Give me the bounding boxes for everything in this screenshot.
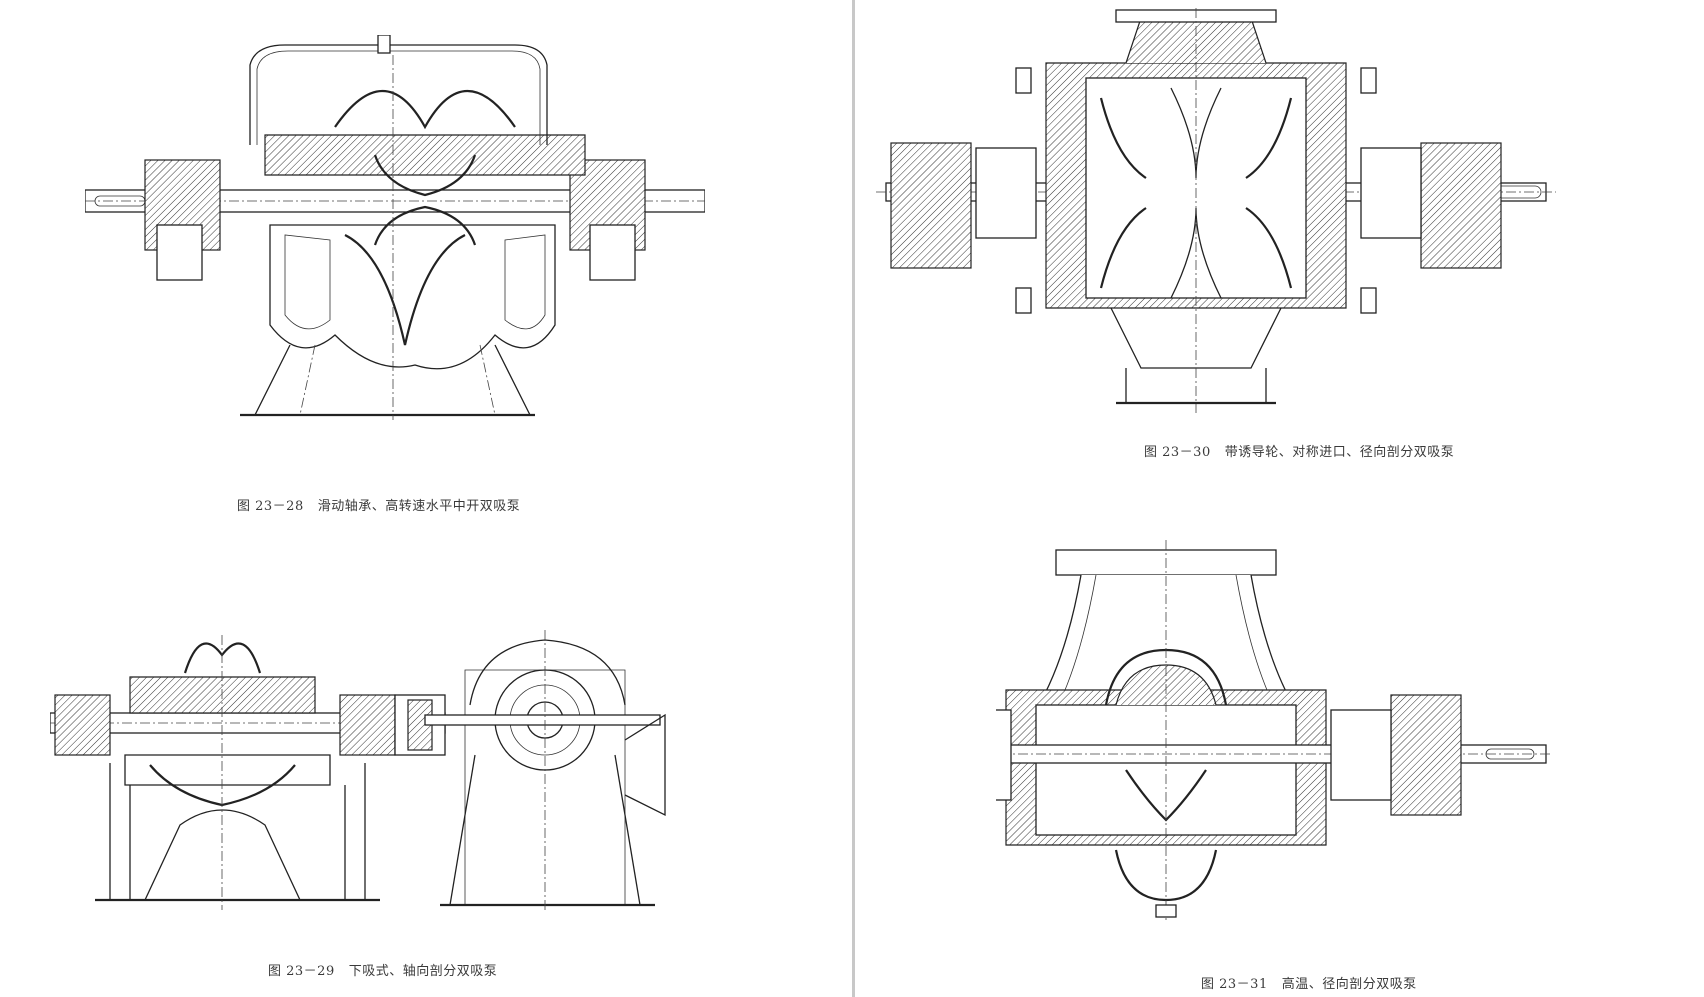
left-page: 图 23－28 滑动轴承、高转速水平中开双吸泵 [50, 35, 740, 979]
figure-number: 图 23－29 [268, 964, 335, 979]
drawing-fig-23-30 [876, 8, 1556, 418]
right-page: 图 23－30 带诱导轮、对称进口、径向剖分双吸泵 [856, 0, 1704, 997]
drawing-fig-23-29 [50, 625, 740, 915]
figure-title: 下吸式、轴向剖分双吸泵 [348, 964, 498, 979]
caption-fig-23-31: 图 23－31 高温、径向剖分双吸泵 [1201, 973, 1417, 992]
figure-number: 图 23－30 [1144, 445, 1211, 460]
caption-fig-23-30: 图 23－30 带诱导轮、对称进口、径向剖分双吸泵 [1144, 441, 1454, 460]
page-divider [852, 0, 855, 997]
drawing-fig-23-28 [85, 35, 705, 465]
caption-fig-23-29: 图 23－29 下吸式、轴向剖分双吸泵 [268, 960, 497, 979]
figure-title: 高温、径向剖分双吸泵 [1281, 977, 1417, 992]
figure-title: 滑动轴承、高转速水平中开双吸泵 [317, 499, 521, 514]
caption-fig-23-28: 图 23－28 滑动轴承、高转速水平中开双吸泵 [237, 495, 520, 514]
drawing-fig-23-31 [996, 540, 1556, 940]
figure-number: 图 23－28 [237, 499, 304, 514]
figure-number: 图 23－31 [1201, 977, 1268, 992]
figure-title: 带诱导轮、对称进口、径向剖分双吸泵 [1224, 445, 1455, 460]
